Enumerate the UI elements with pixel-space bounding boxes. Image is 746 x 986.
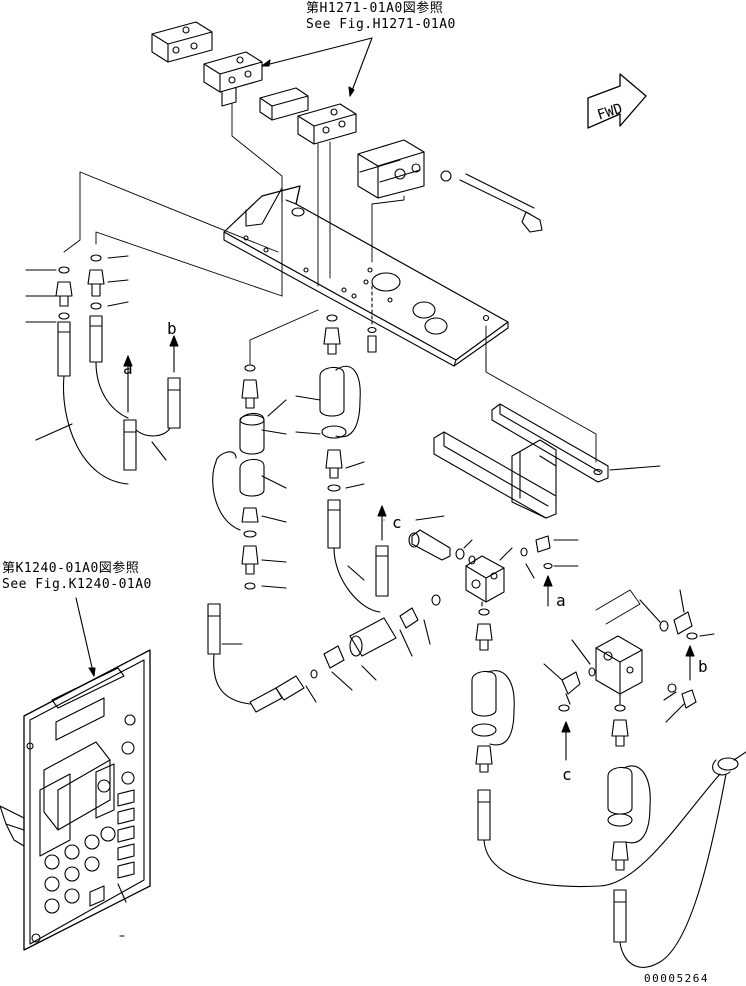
callout-a-right: a: [556, 591, 566, 610]
ref-top-en: See Fig.H1271-01A0: [306, 17, 456, 32]
clamp-block-2: [203, 51, 263, 107]
ref-left-en: See Fig.K1240-01A0: [2, 577, 152, 592]
clamp-block-3: [297, 103, 357, 145]
callout-b-left: b: [167, 319, 177, 338]
valve-block-2: [543, 589, 715, 761]
left-fitting-group: [25, 254, 181, 485]
electrical-panel: [0, 649, 151, 951]
callout-a-left: a: [123, 359, 133, 378]
valve-block-1: [207, 515, 579, 713]
ref-arrows: [75, 37, 373, 677]
lower-center-column: [471, 351, 721, 888]
ref-left-jp: 第K1240-01A0図参照: [2, 561, 140, 576]
callout-c-center: c: [392, 513, 402, 532]
center-fitting-column: [295, 314, 389, 613]
middle-fitting-column: [212, 309, 319, 590]
right-lower-column: [607, 693, 746, 968]
callout-c-right: c: [562, 765, 572, 784]
mounting-plate: [223, 185, 509, 367]
fwd-label: FWD: [595, 101, 624, 124]
bracket-assembly: [433, 325, 661, 519]
ref-top-jp: 第H1271-01A0図参照: [306, 1, 444, 16]
drawing-number: 00005264: [644, 972, 709, 985]
leaders-top: [63, 103, 405, 297]
clamp-block-1: [151, 21, 213, 63]
fwd-arrow-icon: FWD: [587, 73, 647, 129]
callout-b-right: b: [698, 657, 708, 676]
clamp-assembly-bolted: [357, 139, 543, 233]
spacer-block: [259, 87, 309, 121]
plate-bolt: [367, 285, 377, 353]
